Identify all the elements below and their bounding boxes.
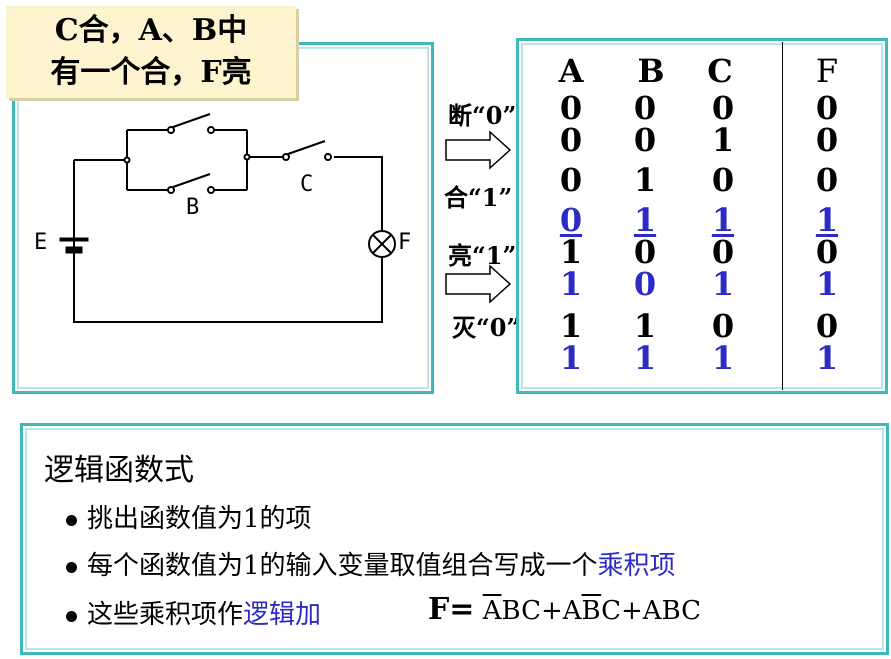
cell-b: 1 bbox=[633, 161, 657, 199]
cell-f: 0 bbox=[815, 161, 839, 199]
cell-b: 1 bbox=[633, 307, 657, 345]
header-b: B bbox=[637, 52, 665, 90]
arrow-right-icon bbox=[445, 130, 512, 170]
cell-a: 1 bbox=[559, 265, 583, 303]
cell-f: 0 bbox=[815, 307, 839, 345]
rule-off-label: 断“0” bbox=[448, 101, 517, 130]
cell-f: 0 bbox=[815, 121, 839, 159]
cell-f: 1 bbox=[815, 265, 839, 303]
expression-negated-b: B bbox=[581, 596, 602, 626]
cell-c: 0 bbox=[711, 307, 735, 345]
expression-negated-a: A bbox=[482, 596, 502, 626]
bullet-dot-icon bbox=[66, 610, 77, 622]
cell-c: 1 bbox=[711, 265, 735, 303]
formula-title: 逻辑函数式 bbox=[44, 453, 194, 488]
rule-dark-label: 灭“0” bbox=[452, 313, 521, 342]
cell-c: 1 bbox=[711, 201, 735, 239]
callout-line-1: C合，A、B中 bbox=[54, 13, 248, 48]
callout-line-2: 有一个合，F亮 bbox=[50, 55, 252, 90]
cell-a: 0 bbox=[559, 201, 583, 239]
cell-c: 0 bbox=[711, 89, 735, 127]
expression-part: C+ABC bbox=[601, 596, 702, 626]
cell-a: 0 bbox=[559, 121, 583, 159]
bullet-dot-icon bbox=[66, 514, 77, 526]
cell-f: 0 bbox=[815, 233, 839, 271]
cell-a: 0 bbox=[559, 89, 583, 127]
expression-label: F= bbox=[428, 592, 475, 627]
arrow-right-icon bbox=[445, 264, 512, 304]
lamp-label: F bbox=[398, 230, 412, 255]
cell-b: 0 bbox=[633, 265, 657, 303]
battery-label: E bbox=[34, 230, 48, 255]
header-f: F bbox=[815, 52, 839, 90]
cell-a: 1 bbox=[559, 339, 583, 377]
bullet-item: 这些乘积项作逻辑加 bbox=[66, 594, 321, 631]
cell-a: 1 bbox=[559, 233, 583, 271]
bullet-highlight: 逻辑加 bbox=[243, 600, 322, 630]
switch-b-label: B bbox=[186, 195, 200, 220]
cell-b: 0 bbox=[633, 121, 657, 159]
cell-c: 1 bbox=[711, 339, 735, 377]
cell-c: 0 bbox=[711, 233, 735, 271]
column-divider bbox=[782, 42, 783, 390]
header-a: A bbox=[558, 52, 584, 90]
bullet-item: 挑出函数值为1的项 bbox=[66, 498, 312, 535]
rule-lit-label: 亮“1” bbox=[448, 241, 517, 270]
cell-b: 1 bbox=[633, 339, 657, 377]
cell-c: 1 bbox=[711, 121, 735, 159]
header-c: C bbox=[707, 52, 733, 90]
expression-part: BC+A bbox=[501, 596, 582, 626]
cell-a: 0 bbox=[559, 161, 583, 199]
cell-c: 0 bbox=[711, 161, 735, 199]
callout-box: C合，A、B中 有一个合，F亮 bbox=[6, 6, 296, 98]
bullet-text: 每个函数值为1的输入变量取值组合写成一个 bbox=[87, 551, 598, 581]
truth-table-panel bbox=[516, 38, 888, 394]
switch-c-label: C bbox=[300, 172, 314, 197]
bullet-text: 挑出函数值为1的项 bbox=[87, 504, 312, 534]
circuit-diagram bbox=[59, 113, 396, 323]
circuit-panel bbox=[12, 42, 434, 394]
cell-b: 0 bbox=[633, 89, 657, 127]
formula-panel bbox=[20, 423, 889, 655]
bullet-highlight: 乘积项 bbox=[597, 551, 676, 581]
cell-f: 0 bbox=[815, 89, 839, 127]
bullet-dot-icon bbox=[66, 561, 77, 573]
cell-a: 1 bbox=[559, 307, 583, 345]
cell-f: 1 bbox=[815, 339, 839, 377]
cell-b: 0 bbox=[633, 233, 657, 271]
cell-b: 1 bbox=[633, 201, 657, 239]
bullet-text: 这些乘积项作 bbox=[87, 600, 244, 630]
rule-on-label: 合“1” bbox=[444, 183, 513, 212]
logic-expression: F= ABC+ABC+ABC bbox=[428, 592, 701, 627]
bullet-item: 每个函数值为1的输入变量取值组合写成一个乘积项 bbox=[66, 545, 676, 582]
cell-f: 1 bbox=[815, 201, 839, 239]
